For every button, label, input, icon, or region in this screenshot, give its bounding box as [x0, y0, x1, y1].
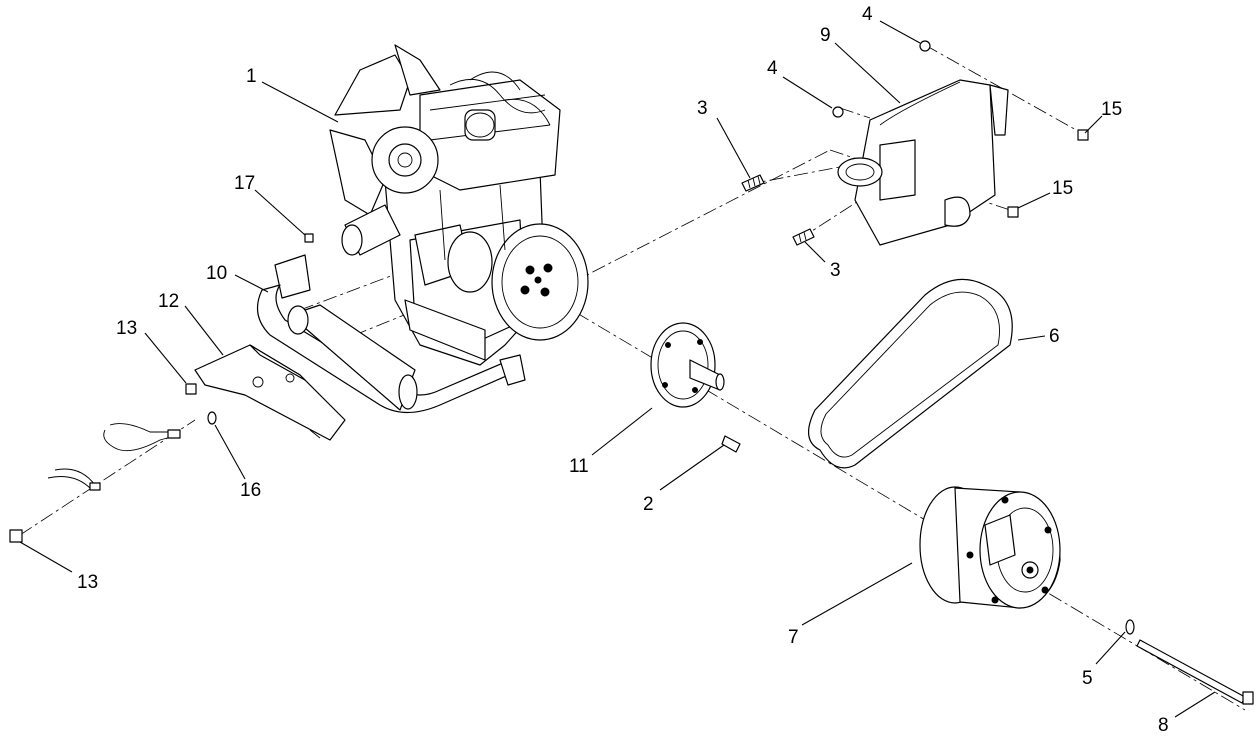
- callout-2: 2: [643, 494, 654, 515]
- callout-12: 12: [158, 291, 179, 312]
- washer-16: [207, 411, 217, 425]
- exhaust-pipe: [256, 254, 526, 414]
- callout-5: 5: [1082, 668, 1093, 689]
- bolt-2: [721, 435, 741, 453]
- callout-4-upper: 4: [862, 4, 873, 25]
- washer-5: [1125, 619, 1135, 635]
- callout-13-lower: 13: [77, 572, 98, 593]
- bolt-8-head: [1242, 691, 1254, 705]
- drive-belt: [808, 278, 1013, 469]
- spring-upper: [741, 174, 765, 192]
- clutch-assembly: [919, 486, 1061, 609]
- callout-13-upper: 13: [116, 318, 137, 339]
- callout-10: 10: [206, 263, 227, 284]
- callout-8: 8: [1158, 715, 1169, 736]
- callout-3-lower: 3: [830, 260, 841, 281]
- wire-harness: [47, 423, 181, 491]
- leader-lines: [19, 20, 1216, 718]
- callout-9: 9: [820, 25, 831, 46]
- callout-16: 16: [240, 480, 261, 501]
- bolt-13a: [185, 383, 197, 395]
- engine: [329, 44, 589, 366]
- nut-lower: [832, 106, 844, 118]
- muffler: [837, 79, 1009, 246]
- callout-3-upper: 3: [697, 98, 708, 119]
- bolt-8: [1136, 639, 1246, 704]
- callout-labels: 1 2 3 3 4 4 5 6 7 8 9 10 11 12 13 13 15 …: [77, 4, 1169, 736]
- bolt-15b: [1007, 206, 1019, 218]
- fitting-17: [304, 233, 314, 243]
- callout-15-upper: 15: [1101, 99, 1122, 120]
- bolt-13b: [9, 529, 23, 543]
- callout-1: 1: [246, 66, 257, 87]
- callout-15-lower: 15: [1052, 178, 1073, 199]
- callout-11: 11: [569, 456, 589, 477]
- drive-hub: [650, 322, 725, 408]
- bracket: [194, 344, 346, 441]
- spring-lower: [792, 228, 815, 246]
- callout-6: 6: [1049, 326, 1060, 347]
- callout-17: 17: [234, 173, 255, 194]
- bolt-15a: [1077, 129, 1089, 141]
- callout-7: 7: [788, 627, 799, 648]
- nut-upper: [919, 40, 931, 52]
- hardware: [9, 40, 1254, 705]
- callout-4-lower: 4: [767, 58, 778, 79]
